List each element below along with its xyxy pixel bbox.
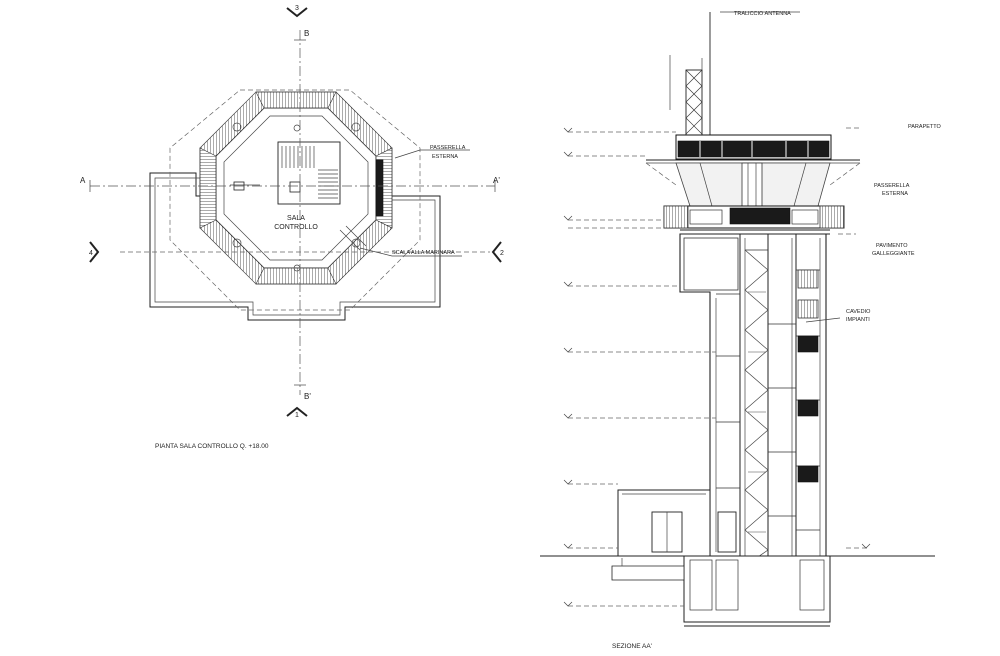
shaft-equipment-1 [797,335,819,353]
basement-cell-1 [689,559,713,611]
section-walkway-label-line-1: PASSERELLA [874,183,910,189]
walkway-callout-line-2: ESTERNA [432,154,458,160]
section-marker-right-label: 2 [500,250,504,257]
walkway-window-right [791,209,819,225]
shaft-equipment-2 [797,399,819,417]
basement-cell-3 [799,559,825,611]
shaft-label-line-2: IMPIANTI [846,317,870,323]
shaft-grille-2 [797,299,819,319]
central-column [741,162,763,207]
parapet-railing [677,140,830,158]
parapet-posts [699,141,809,157]
basement-cell-2 [715,559,739,611]
plan-caption: PIANTA SALA CONTROLLO Q. +18.00 [155,443,269,450]
shaft-grille-1 [797,269,819,289]
section-marker-top-label: 3 [295,5,299,12]
section-view: TRALICCIO ANTENNA PARAPETTO PASSER [540,11,942,650]
window-band-north [255,91,337,109]
walkway-equipment [729,207,791,225]
window-band-nw [199,91,265,157]
shaft-equipment-3 [797,465,819,483]
section-marker-top: 3 [286,5,308,18]
east-console [375,159,384,217]
floor-label-line-2: GALLEGGIANTE [872,251,915,257]
shaft-label-line-1: CAVEDIO [846,309,871,315]
room-label-line-2: CONTROLLO [274,224,318,231]
tower-door [717,511,737,553]
section-caption: SEZIONE AA' [612,643,652,650]
section-marker-right: 2 [491,241,504,263]
walkway-rail-left [663,205,689,229]
antenna-label: TRALICCIO ANTENNA [734,11,791,17]
axis-b-bottom-label: B' [304,392,311,401]
ladder-callout-leader [359,247,462,257]
stair-flights [744,249,769,581]
parapet-label: PARAPETTO [908,124,942,130]
antenna-mast [669,12,711,136]
window-band-west [199,147,217,229]
walkway-projection [169,89,421,311]
section-marker-left-label: 4 [89,250,93,257]
walkway-rail-right [819,205,845,229]
axis-a-left-label: A [80,176,86,185]
upper-left-room [683,237,739,291]
room-label-line-1: SALA [287,215,305,222]
ladder-rail-2 [345,225,367,247]
walkway-callout-line-1: PASSERELLA [430,145,466,151]
window-band-south [255,267,337,285]
glazing-mullion-1 [699,162,713,207]
floor-plan: 3 1 4 2 A A' B B' SALA CONTROLLO PASSERE… [80,5,504,450]
stair-core [277,141,341,205]
section-marker-left: 4 [89,241,100,263]
sightline-left [645,162,677,186]
terrace-outline [149,172,441,321]
window-band-ne [327,91,393,157]
walkway-window-left [689,209,723,225]
section-walkway-label-line-2: ESTERNA [882,191,908,197]
entry-ramp [611,565,685,581]
section-marker-bottom-label: 1 [295,412,299,419]
walkway-callout-leader [394,149,470,159]
ladder-callout-label: SCALA ALLA MARINARA [392,250,455,256]
level-markers [563,127,871,607]
axis-a-right-label: A' [493,176,500,185]
stair-steps [748,291,766,533]
ladder-rail-1 [339,229,361,251]
shaft-label-leader [805,317,841,323]
control-room-floor [223,115,369,261]
sightline-right [829,162,861,186]
section-marker-bottom: 1 [286,406,308,419]
floor-label-line-1: PAVIMENTO [876,243,908,249]
axis-b-top-label: B [304,29,309,38]
glazing-mullion-2 [793,162,807,207]
stair-treads [281,146,338,199]
